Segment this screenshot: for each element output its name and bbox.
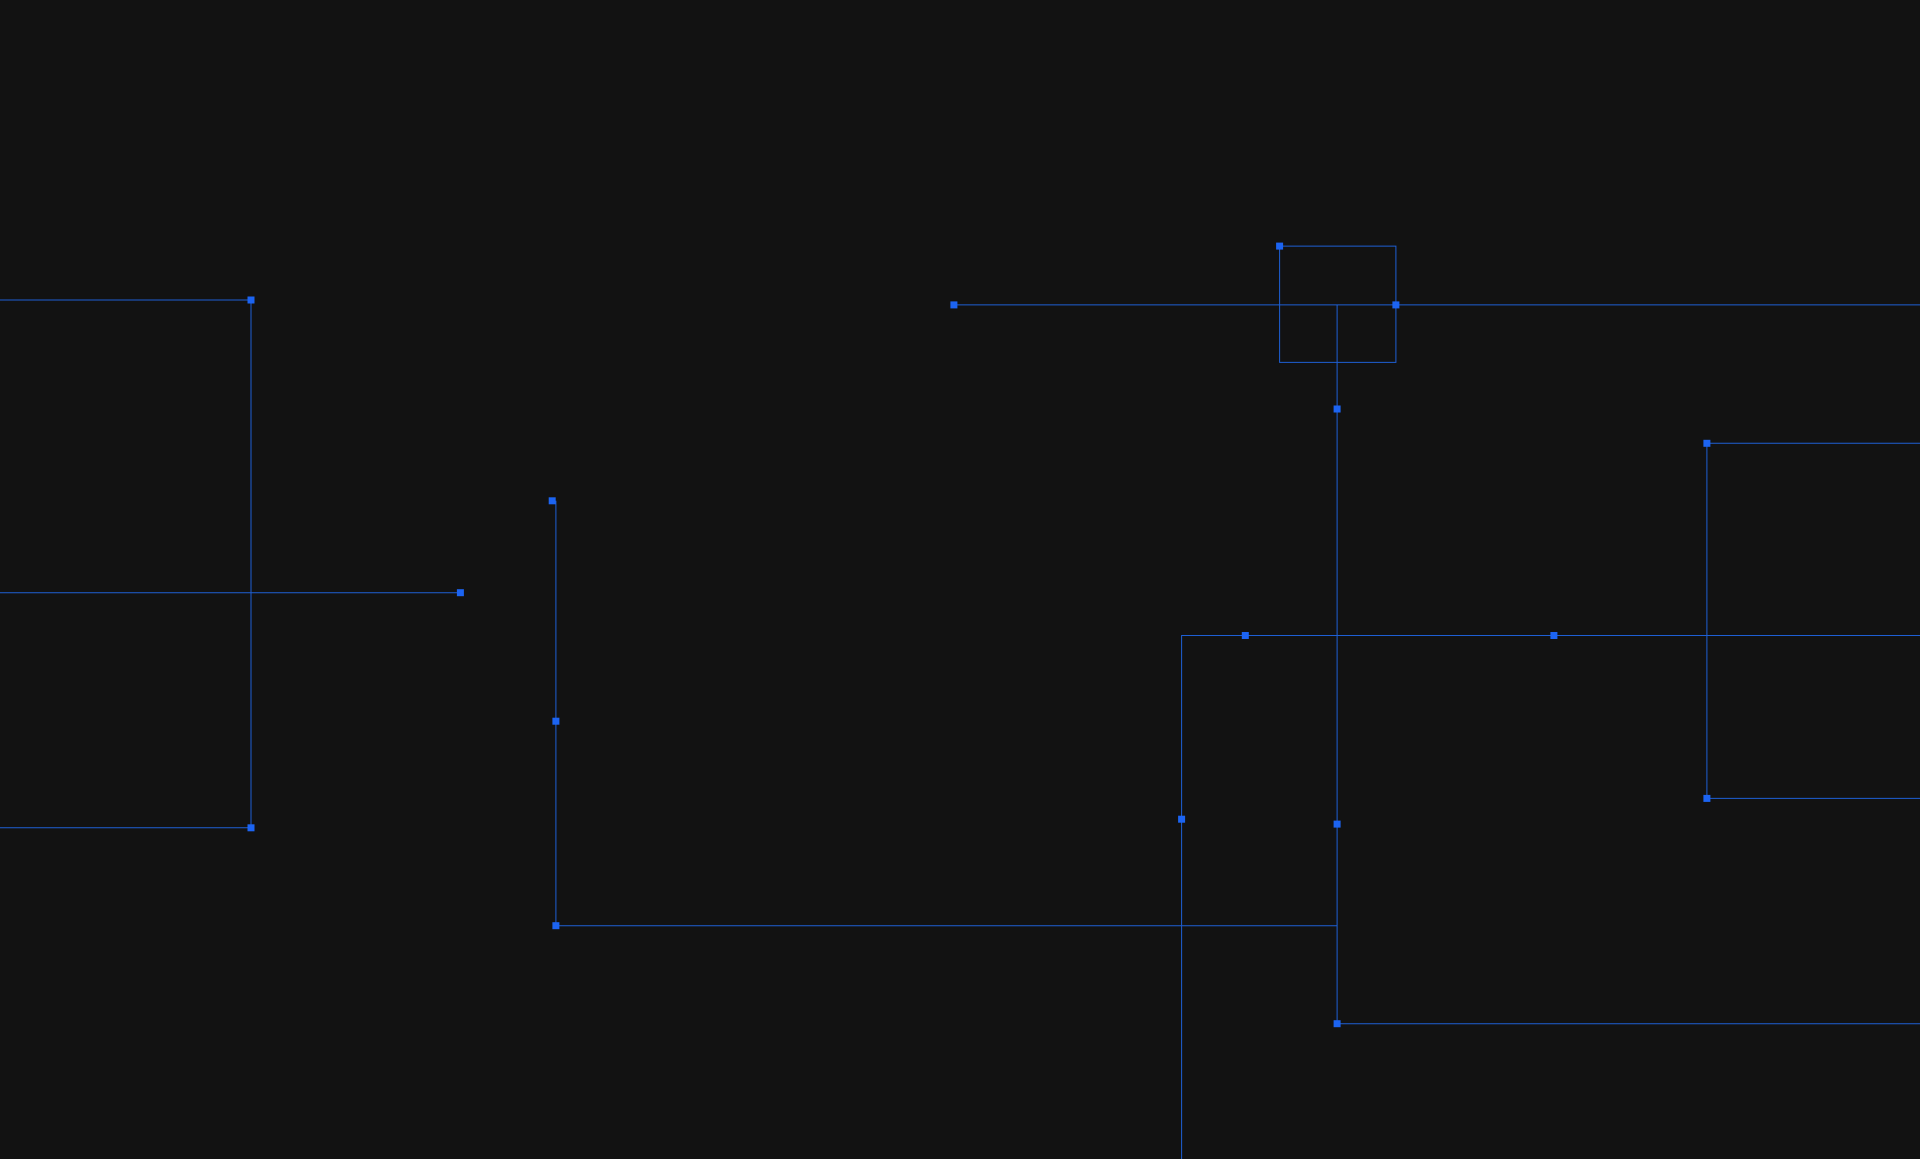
anchor-handle[interactable] xyxy=(552,717,560,725)
anchor-handle[interactable] xyxy=(1392,301,1400,309)
anchor-handle[interactable] xyxy=(950,301,958,309)
wire-right-bracket[interactable] xyxy=(1706,442,1920,799)
anchor-handle[interactable] xyxy=(1276,242,1284,250)
anchor-handle[interactable] xyxy=(1703,439,1711,447)
anchor-handle[interactable] xyxy=(247,824,255,832)
anchor-handle[interactable] xyxy=(1333,405,1341,413)
anchor-handle[interactable] xyxy=(1550,632,1558,639)
anchor-handle[interactable] xyxy=(247,296,255,304)
anchor-handle[interactable] xyxy=(456,589,464,597)
anchor-handles xyxy=(247,242,1711,1028)
anchor-handle[interactable] xyxy=(1333,1020,1341,1028)
wire-top-box[interactable] xyxy=(1279,245,1397,363)
anchor-handle[interactable] xyxy=(1241,632,1249,639)
anchor-handle[interactable] xyxy=(1178,815,1186,823)
wire-mid-horizontal[interactable] xyxy=(1181,635,1920,1159)
anchor-handle[interactable] xyxy=(552,922,560,930)
anchor-handle[interactable] xyxy=(1703,794,1711,802)
anchor-handle[interactable] xyxy=(1333,820,1341,828)
anchor-handle[interactable] xyxy=(548,497,556,505)
